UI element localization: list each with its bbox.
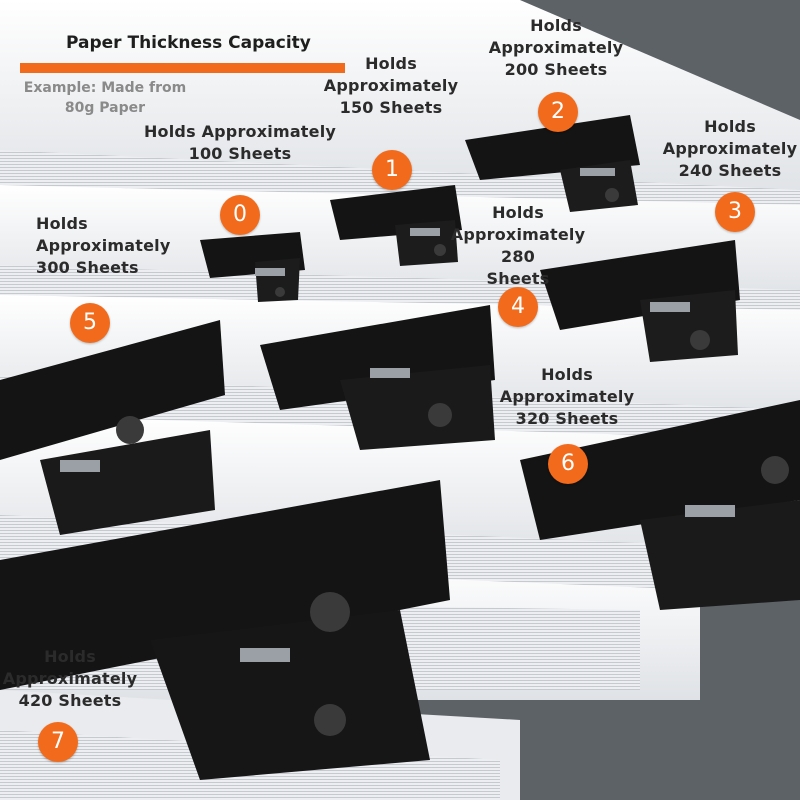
badge-4: 4 (498, 287, 538, 327)
label-line: Holds (492, 203, 544, 222)
label-line: Approximately (450, 225, 586, 244)
label-line: Holds (44, 647, 96, 666)
note-line: Example: Made from (23, 80, 187, 96)
label-line: 320 Sheets (515, 409, 619, 428)
capacity-label-4: Holds Approximately 280 Sheets (448, 202, 588, 290)
label-line: 280 (501, 247, 535, 266)
label-line: Approximately (2, 669, 138, 688)
badge-0: 0 (220, 195, 260, 235)
label-line: 240 Sheets (678, 161, 782, 180)
label-line: Holds (541, 365, 593, 384)
binder-clips (0, 115, 800, 780)
label-line: Approximately (488, 38, 624, 57)
label-line: 300 Sheets (36, 258, 139, 277)
badge-7: 7 (38, 722, 78, 762)
label-line: 150 Sheets (339, 98, 443, 117)
label-line: Approximately (36, 236, 171, 255)
badge-1: 1 (372, 150, 412, 190)
label-line: Holds (36, 214, 88, 233)
label-line: Holds (365, 54, 417, 73)
capacity-label-5: Holds Approximately 300 Sheets (36, 213, 176, 279)
capacity-label-6: Holds Approximately 320 Sheets (496, 364, 638, 430)
heading: Paper Thickness Capacity (66, 33, 311, 53)
label-line: 420 Sheets (18, 691, 122, 710)
label-line: Holds (530, 16, 582, 35)
label-line: Holds (704, 117, 756, 136)
label-line: 200 Sheets (504, 60, 608, 79)
label-line: Approximately (499, 387, 635, 406)
capacity-label-7: Holds Approximately 420 Sheets (0, 646, 140, 712)
badge-2: 2 (538, 92, 578, 132)
label-line: Approximately (662, 139, 798, 158)
label-line: Holds Approximately (143, 122, 337, 141)
label-line: Approximately (323, 76, 459, 95)
label-line: Sheets (486, 269, 550, 288)
label-line: 100 Sheets (188, 144, 292, 163)
badge-3: 3 (715, 192, 755, 232)
accent-bar (20, 63, 345, 73)
capacity-label-3: Holds Approximately 240 Sheets (660, 116, 800, 182)
note-line: 80g Paper (64, 100, 146, 116)
capacity-label-0: Holds Approximately 100 Sheets (140, 121, 340, 165)
badge-5: 5 (70, 303, 110, 343)
badge-6: 6 (548, 444, 588, 484)
capacity-label-1: Holds Approximately 150 Sheets (320, 53, 462, 119)
paper-note: Example: Made from 80g Paper (20, 78, 190, 118)
capacity-label-2: Holds Approximately 200 Sheets (485, 15, 627, 81)
